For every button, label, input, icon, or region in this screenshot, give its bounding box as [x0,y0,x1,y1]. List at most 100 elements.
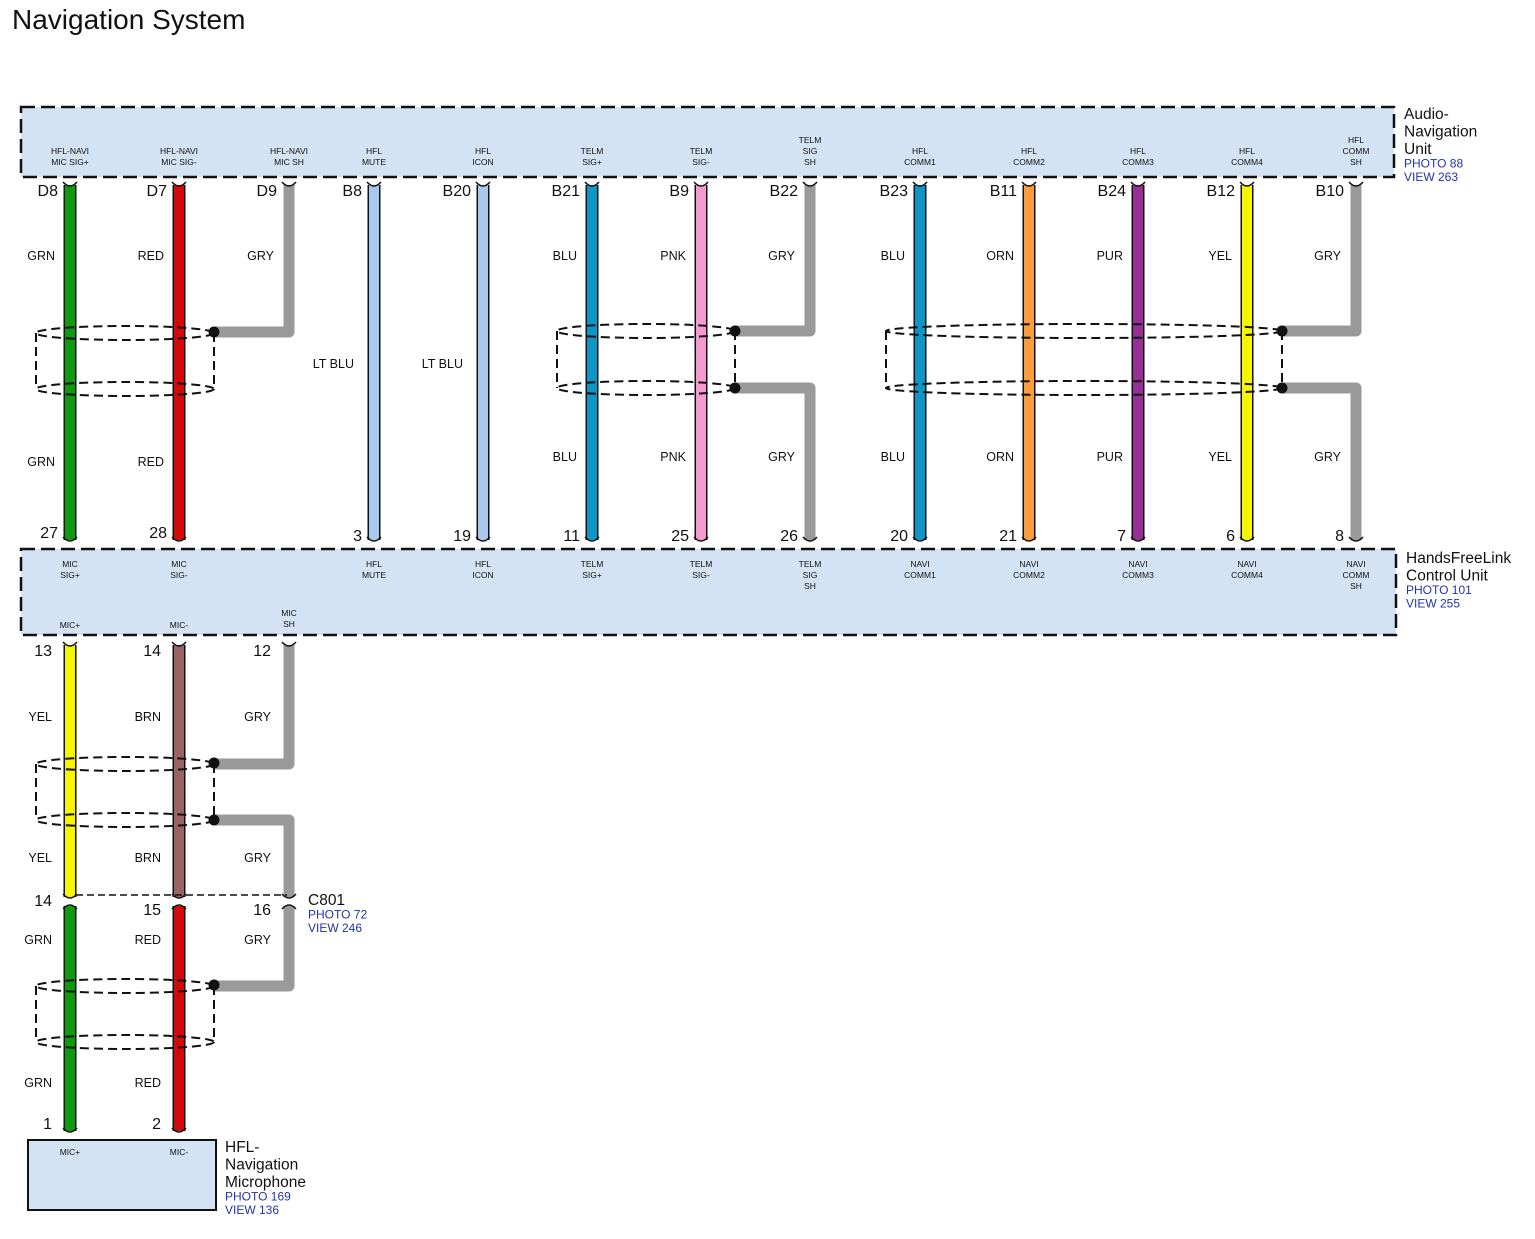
terminal [1021,181,1037,187]
connector-pin-label: HFL [912,146,928,156]
terminal [62,536,78,542]
wire-color-label: BRN [135,851,161,865]
terminal [1239,536,1255,542]
shield-mic-lower-bottom-ellipse [35,1034,215,1050]
connector-pin-label: NAVI [1346,559,1365,569]
hfl-navigation-microphone-name: HFL- [225,1139,259,1156]
pin-number: 27 [40,525,58,542]
shield-telm-signal-top-ellipse [556,323,736,339]
wire-color-label: GRN [24,1076,52,1090]
wire-color-label: GRY [247,249,275,263]
terminal [281,893,297,899]
connector-pin-label: HFL [366,146,382,156]
pin-number: B12 [1207,183,1236,200]
connector-pin-label: COMM4 [1231,570,1263,580]
wire-color-label: RED [135,1076,161,1090]
terminal [584,536,600,542]
pin-number: 6 [1226,528,1235,545]
wire-color-label: GRY [768,450,796,464]
wire-color-label: YEL [28,851,52,865]
terminal [171,893,187,899]
pin-number: D7 [147,183,168,200]
pin-number: 13 [34,643,52,660]
wire-color-label: LT BLU [422,357,463,371]
connector-pin-label: NAVI [910,559,929,569]
terminal [802,181,818,187]
shield-drain-wire-b10-upper [1282,185,1362,337]
connector-pin-label: MIC [281,608,297,618]
terminal [281,181,297,187]
microphone-box [27,1139,217,1211]
splice-dot [208,326,220,338]
terminal [693,536,709,542]
pin-number: 25 [671,528,689,545]
handsfreelink-control-unit-photo-ref: PHOTO 101 [1406,583,1472,597]
wire-color-label: PNK [660,450,686,464]
connector-pin-label: SH [1350,581,1362,591]
wire-color-label: BRN [135,710,161,724]
connector-pin-label: MIC- [170,620,189,630]
connector-pin-label: NAVI [1237,559,1256,569]
connector-pin-label: MIC+ [60,1147,81,1157]
wire-color-label: PUR [1097,450,1123,464]
connector-pin-label: SIG- [170,570,188,580]
wire-color-label: GRY [1314,450,1342,464]
wire-color-label: GRY [244,710,272,724]
pin-number: D9 [257,183,278,200]
wire-color-label: BLU [553,249,577,263]
terminal [475,181,491,187]
pin-number: 14 [34,893,52,910]
audio-navigation-unit-box [19,105,1396,179]
connector-pin-label: SIG [803,146,818,156]
connector-pin-label: SH [1350,157,1362,167]
pin-number: B24 [1098,183,1127,200]
shield-mic-upper-bottom-ellipse [35,812,215,828]
terminal [62,181,78,187]
pin-number: 14 [143,643,161,660]
terminal [1348,536,1364,542]
terminal [584,181,600,187]
pin-number: 1 [43,1116,52,1133]
terminal [802,536,818,542]
shield-drain-wire-c801-upper [214,814,295,897]
terminal [475,536,491,542]
shield-hfl-comm-bottom-ellipse [885,380,1283,396]
wire-color-label: RED [138,455,164,469]
connector-pin-label: HFL [475,559,491,569]
splice-dot [208,979,220,991]
connector-pin-label: SH [804,157,816,167]
audio-navigation-unit-name: Navigation [1404,124,1477,141]
pin-number: 19 [453,528,471,545]
connector-pin-label: COMM2 [1013,157,1045,167]
wire-color-label: YEL [1208,249,1232,263]
page-title: Navigation System [12,4,246,35]
c801-connector-name: C801 [308,892,345,909]
connector-pin-label: COMM3 [1122,570,1154,580]
shield-drain-wire-b10-lower [1282,382,1362,540]
connector-pin-label: SH [804,581,816,591]
terminal [1130,536,1146,542]
pin-number: 7 [1117,528,1126,545]
terminal [281,904,297,910]
shield-mic-upper-top-ellipse [35,756,215,772]
pin-number: B9 [669,183,689,200]
terminal [1130,181,1146,187]
wire-color-label: LT BLU [313,357,354,371]
terminal [366,536,382,542]
terminal [281,641,297,647]
pin-number: 28 [149,525,167,542]
wire-color-label: GRY [244,933,272,947]
handsfreelink-control-unit-box [19,547,1398,637]
pin-number: 26 [780,528,798,545]
audio-navigation-unit-photo-ref: PHOTO 88 [1404,157,1463,171]
shield-drain-wire-b22-upper [735,185,816,337]
connector-pin-label: ICON [472,570,493,580]
shield-mic-signal-top-ellipse [35,325,215,341]
shield-drain-wire-b22-lower [735,382,816,540]
wire-color-label: BLU [881,249,905,263]
connector-pin-label: MUTE [362,157,386,167]
wire-color-label: GRN [24,933,52,947]
connector-pin-label: HFL [366,559,382,569]
shield-telm-signal-bottom-ellipse [556,380,736,396]
wire-color-label: ORN [986,450,1014,464]
